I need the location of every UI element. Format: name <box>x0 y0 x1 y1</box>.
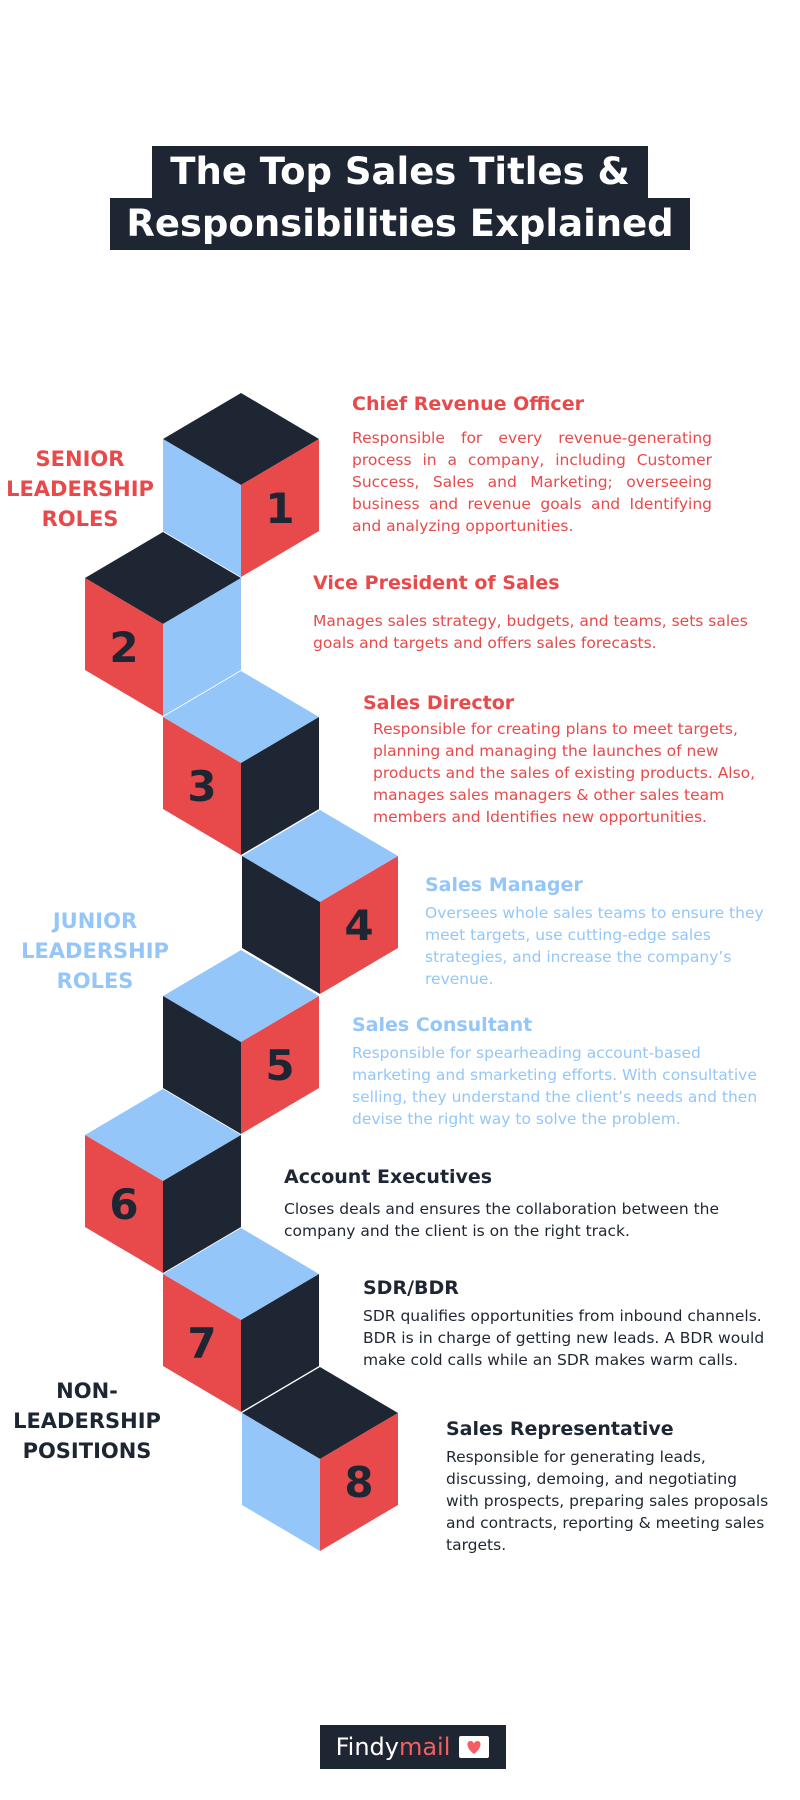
page-title: The Top Sales Titles & Responsibilities … <box>0 146 800 250</box>
cube-3-number: 3 <box>187 762 216 811</box>
role-3-title: Sales Director <box>363 692 515 714</box>
cube-7-left-face <box>163 1274 241 1412</box>
cube-2-left-face <box>85 578 163 716</box>
role-7: SDR/BDR SDR qualifies opportunities from… <box>363 1275 773 1371</box>
cubes-layer: 1 2 3 4 5 6 7 8 <box>85 393 398 1551</box>
role-4-title: Sales Manager <box>425 874 583 896</box>
role-5-title: Sales Consultant <box>352 1014 533 1036</box>
role-6-description: Closes deals and ensures the collaborati… <box>284 1200 720 1240</box>
cube-8-left-face <box>242 1413 320 1551</box>
group-label-senior: SENIOR LEADERSHIP ROLES <box>6 447 154 531</box>
role-1: Chief Revenue Officer Responsible for ev… <box>352 391 712 537</box>
title-line-2: Responsibilities Explained <box>110 198 690 250</box>
cube-3-right-face <box>241 717 319 855</box>
cube-1-left-face <box>163 439 241 577</box>
cube-5-number: 5 <box>265 1041 294 1090</box>
logo-wordmark: Findymail <box>336 1733 451 1761</box>
cube-1-number: 1 <box>265 484 294 533</box>
logo-prefix: Findy <box>335 1733 399 1761</box>
cube-6-right-face <box>163 1135 241 1273</box>
cube-6-left-face <box>85 1135 163 1273</box>
role-1-title: Chief Revenue Officer <box>352 393 584 415</box>
role-6-title: Account Executives <box>284 1166 493 1188</box>
cube-4-number: 4 <box>344 901 373 950</box>
findymail-logo: Findymail <box>320 1725 506 1769</box>
role-2: Vice President of Sales Manages sales st… <box>313 570 763 654</box>
role-3: Sales Director Responsible for creating … <box>363 690 773 828</box>
cube-8-number: 8 <box>344 1458 373 1507</box>
cube-6-number: 6 <box>109 1180 138 1229</box>
role-2-description: Manages sales strategy, budgets, and tea… <box>313 612 748 652</box>
cube-2-number: 2 <box>109 623 138 672</box>
role-8-title: Sales Representative <box>446 1418 674 1440</box>
cube-7-right-face <box>241 1274 319 1412</box>
role-6: Account Executives Closes deals and ensu… <box>284 1164 744 1242</box>
cube-2-right-face <box>163 578 241 716</box>
title-line-1: The Top Sales Titles & <box>152 146 648 198</box>
role-7-title: SDR/BDR <box>363 1277 459 1299</box>
role-4: Sales Manager Oversees whole sales teams… <box>425 872 770 990</box>
role-5-description: Responsible for spearheading account-bas… <box>352 1044 758 1128</box>
cube-4-right-face <box>320 856 398 994</box>
role-1-description: Responsible for every revenue-generating… <box>352 429 712 535</box>
cube-3-left-face <box>163 717 241 855</box>
envelope-heart-icon <box>459 1736 490 1758</box>
cube-1-right-face <box>241 439 319 577</box>
role-8: Sales Representative Responsible for gen… <box>446 1416 771 1556</box>
cube-5-right-face <box>241 996 319 1134</box>
cube-5-left-face <box>163 996 241 1134</box>
role-8-description: Responsible for generating leads, discus… <box>446 1448 769 1554</box>
group-label-junior: JUNIOR LEADERSHIP ROLES <box>21 909 169 993</box>
logo-accent: mail <box>398 1733 451 1761</box>
role-2-title: Vice President of Sales <box>313 572 560 594</box>
role-4-description: Oversees whole sales teams to ensure the… <box>425 904 764 988</box>
role-3-description: Responsible for creating plans to meet t… <box>373 720 756 826</box>
cube-4-left-face <box>242 856 320 994</box>
role-7-description: SDR qualifies opportunities from inbound… <box>363 1307 765 1369</box>
role-5: Sales Consultant Responsible for spearhe… <box>352 1012 772 1130</box>
group-label-non-leadership: NON- LEADERSHIP POSITIONS <box>13 1379 161 1463</box>
cube-8-right-face <box>320 1413 398 1551</box>
cube-7-number: 7 <box>187 1319 216 1368</box>
